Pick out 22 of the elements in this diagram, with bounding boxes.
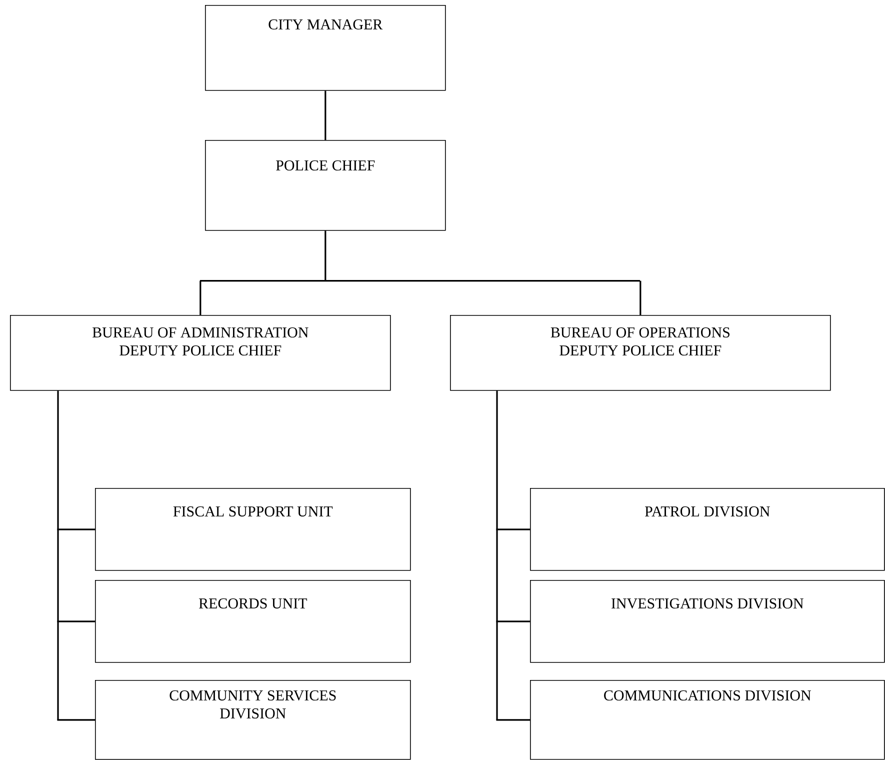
org-box: RECORDS UNIT: [95, 580, 411, 663]
connector-line: [496, 620, 530, 622]
connector-line: [57, 719, 95, 721]
org-box: COMMUNICATIONS DIVISION: [530, 680, 885, 760]
org-box: INVESTIGATIONS DIVISION: [530, 580, 885, 663]
connector-line: [57, 528, 95, 530]
org-box: FISCAL SUPPORT UNIT: [95, 488, 411, 571]
org-box: PATROL DIVISION: [530, 488, 885, 571]
org-box: COMMUNITY SERVICES DIVISION: [95, 680, 411, 760]
connector-trunk: [199, 230, 641, 282]
org-box: BUREAU OF OPERATIONS DEPUTY POLICE CHIEF: [450, 315, 831, 391]
connector-trunk: [57, 390, 59, 720]
org-box: POLICE CHIEF: [205, 140, 446, 231]
connector-line: [57, 620, 95, 622]
connector-line: [640, 280, 642, 315]
org-box: CITY MANAGER: [205, 5, 446, 91]
connector-line: [324, 90, 326, 140]
connector-line: [200, 280, 202, 315]
connector-line: [496, 719, 530, 721]
connector-trunk: [496, 390, 498, 720]
connector-line: [496, 528, 530, 530]
org-box: BUREAU OF ADMINISTRATION DEPUTY POLICE CHIEF: [10, 315, 391, 391]
